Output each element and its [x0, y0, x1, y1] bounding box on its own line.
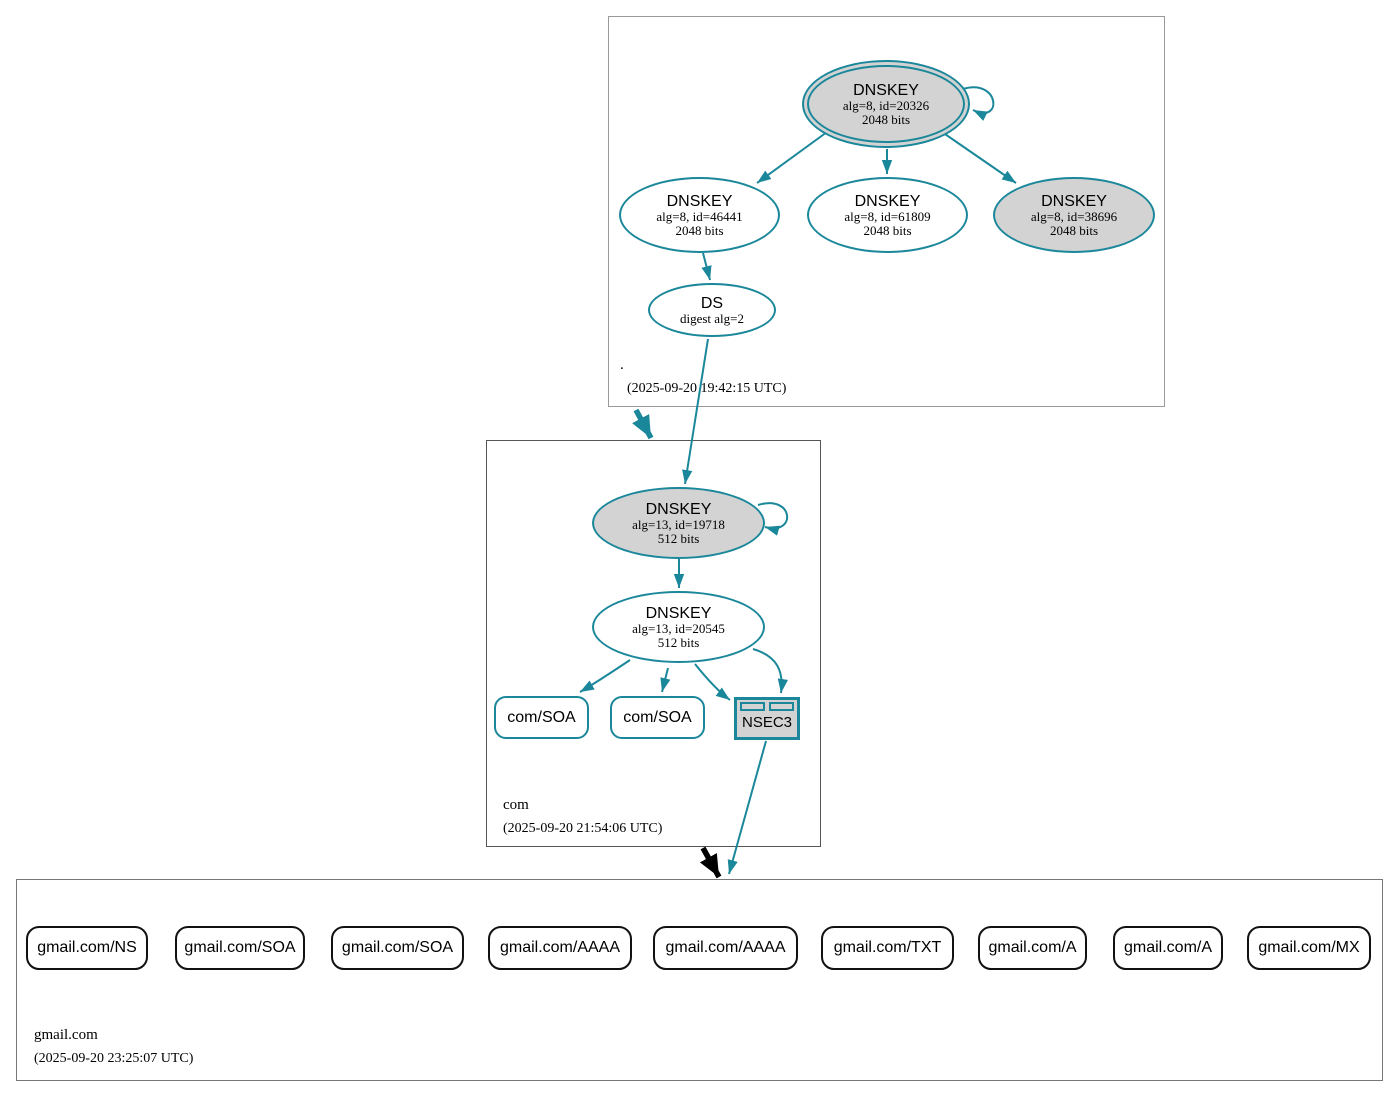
zone-timestamp-root: (2025-09-20 19:42:15 UTC) [627, 381, 787, 396]
rrset-gmail-a-2[interactable]: gmail.com/A [1113, 926, 1223, 970]
dnskey-bits: 512 bits [657, 530, 700, 546]
dnskey-detail: alg=13, id=19718 [632, 516, 725, 532]
ds-title: DS [700, 294, 724, 312]
dnskey-detail: alg=8, id=61809 [844, 208, 931, 224]
rrset-label: gmail.com/NS [37, 939, 137, 956]
rrset-label: gmail.com/SOA [341, 939, 454, 956]
dnskey-title: DNSKEY [666, 192, 733, 210]
rrset-label: gmail.com/TXT [833, 939, 942, 956]
zone-label-root: . [620, 357, 624, 373]
delegation-arrow-com-to-gmail [699, 846, 722, 879]
dnskey-node-root-ksk-38696[interactable]: DNSKEY alg=8, id=38696 2048 bits [993, 177, 1155, 253]
rrset-gmail-mx[interactable]: gmail.com/MX [1247, 926, 1371, 970]
rrset-gmail-txt[interactable]: gmail.com/TXT [821, 926, 954, 970]
dnskey-detail: alg=8, id=46441 [656, 208, 743, 224]
dnskey-title: DNSKEY [645, 500, 712, 518]
dnskey-bits: 2048 bits [1049, 222, 1099, 238]
dnskey-title: DNSKEY [1041, 192, 1107, 210]
rrset-gmail-aaaa-2[interactable]: gmail.com/AAAA [653, 926, 798, 970]
rrset-com-soa-2[interactable]: com/SOA [610, 696, 705, 739]
rrset-label: com/SOA [507, 708, 576, 726]
rrset-com-soa-1[interactable]: com/SOA [494, 696, 589, 739]
nsec3-header-cells [740, 702, 794, 711]
dnskey-bits: 2048 bits [675, 222, 724, 238]
ds-node-com[interactable]: DS digest alg=2 [648, 283, 776, 337]
rrset-label: gmail.com/AAAA [499, 939, 621, 956]
dnskey-node-root-zsk-61809[interactable]: DNSKEY alg=8, id=61809 2048 bits [807, 177, 968, 253]
dnskey-title: DNSKEY [854, 192, 921, 210]
dnskey-detail: alg=8, id=38696 [1030, 208, 1118, 224]
nsec3-node[interactable]: NSEC3 [734, 697, 800, 740]
rrset-label: gmail.com/SOA [184, 939, 296, 956]
dnskey-node-com-zsk-20545[interactable]: DNSKEY alg=13, id=20545 512 bits [592, 591, 765, 663]
zone-label-com: com [503, 797, 529, 813]
zone-timestamp-com: (2025-09-20 21:54:06 UTC) [503, 821, 663, 836]
rrset-label: gmail.com/A [1123, 939, 1213, 956]
rrset-label: gmail.com/A [988, 939, 1077, 956]
rrset-label: com/SOA [623, 708, 692, 726]
trust-anchor-ring [807, 65, 965, 143]
rrset-label: gmail.com/AAAA [665, 939, 786, 956]
zone-label-gmail: gmail.com [34, 1027, 98, 1043]
dnskey-title: DNSKEY [645, 604, 712, 622]
rrset-gmail-a-1[interactable]: gmail.com/A [978, 926, 1087, 970]
zone-box-gmail [16, 879, 1383, 1081]
dnskey-node-root-zsk-46441[interactable]: DNSKEY alg=8, id=46441 2048 bits [619, 177, 780, 253]
rrset-gmail-soa-1[interactable]: gmail.com/SOA [175, 926, 305, 970]
dnskey-bits: 2048 bits [863, 222, 912, 238]
rrset-gmail-ns[interactable]: gmail.com/NS [26, 926, 148, 970]
rrset-gmail-aaaa-1[interactable]: gmail.com/AAAA [488, 926, 632, 970]
dnskey-node-root-ksk-20326[interactable]: DNSKEY alg=8, id=20326 2048 bits [802, 60, 970, 148]
delegation-arrow-root-to-com [632, 408, 654, 440]
nsec3-label: NSEC3 [741, 714, 793, 731]
dnskey-detail: alg=13, id=20545 [632, 620, 725, 636]
dnskey-node-com-ksk-19718[interactable]: DNSKEY alg=13, id=19718 512 bits [592, 487, 765, 559]
rrset-gmail-soa-2[interactable]: gmail.com/SOA [331, 926, 464, 970]
ds-detail: digest alg=2 [679, 310, 745, 326]
zone-timestamp-gmail: (2025-09-20 23:25:07 UTC) [34, 1051, 194, 1066]
rrset-label: gmail.com/MX [1258, 939, 1360, 956]
dnskey-bits: 512 bits [657, 634, 700, 650]
